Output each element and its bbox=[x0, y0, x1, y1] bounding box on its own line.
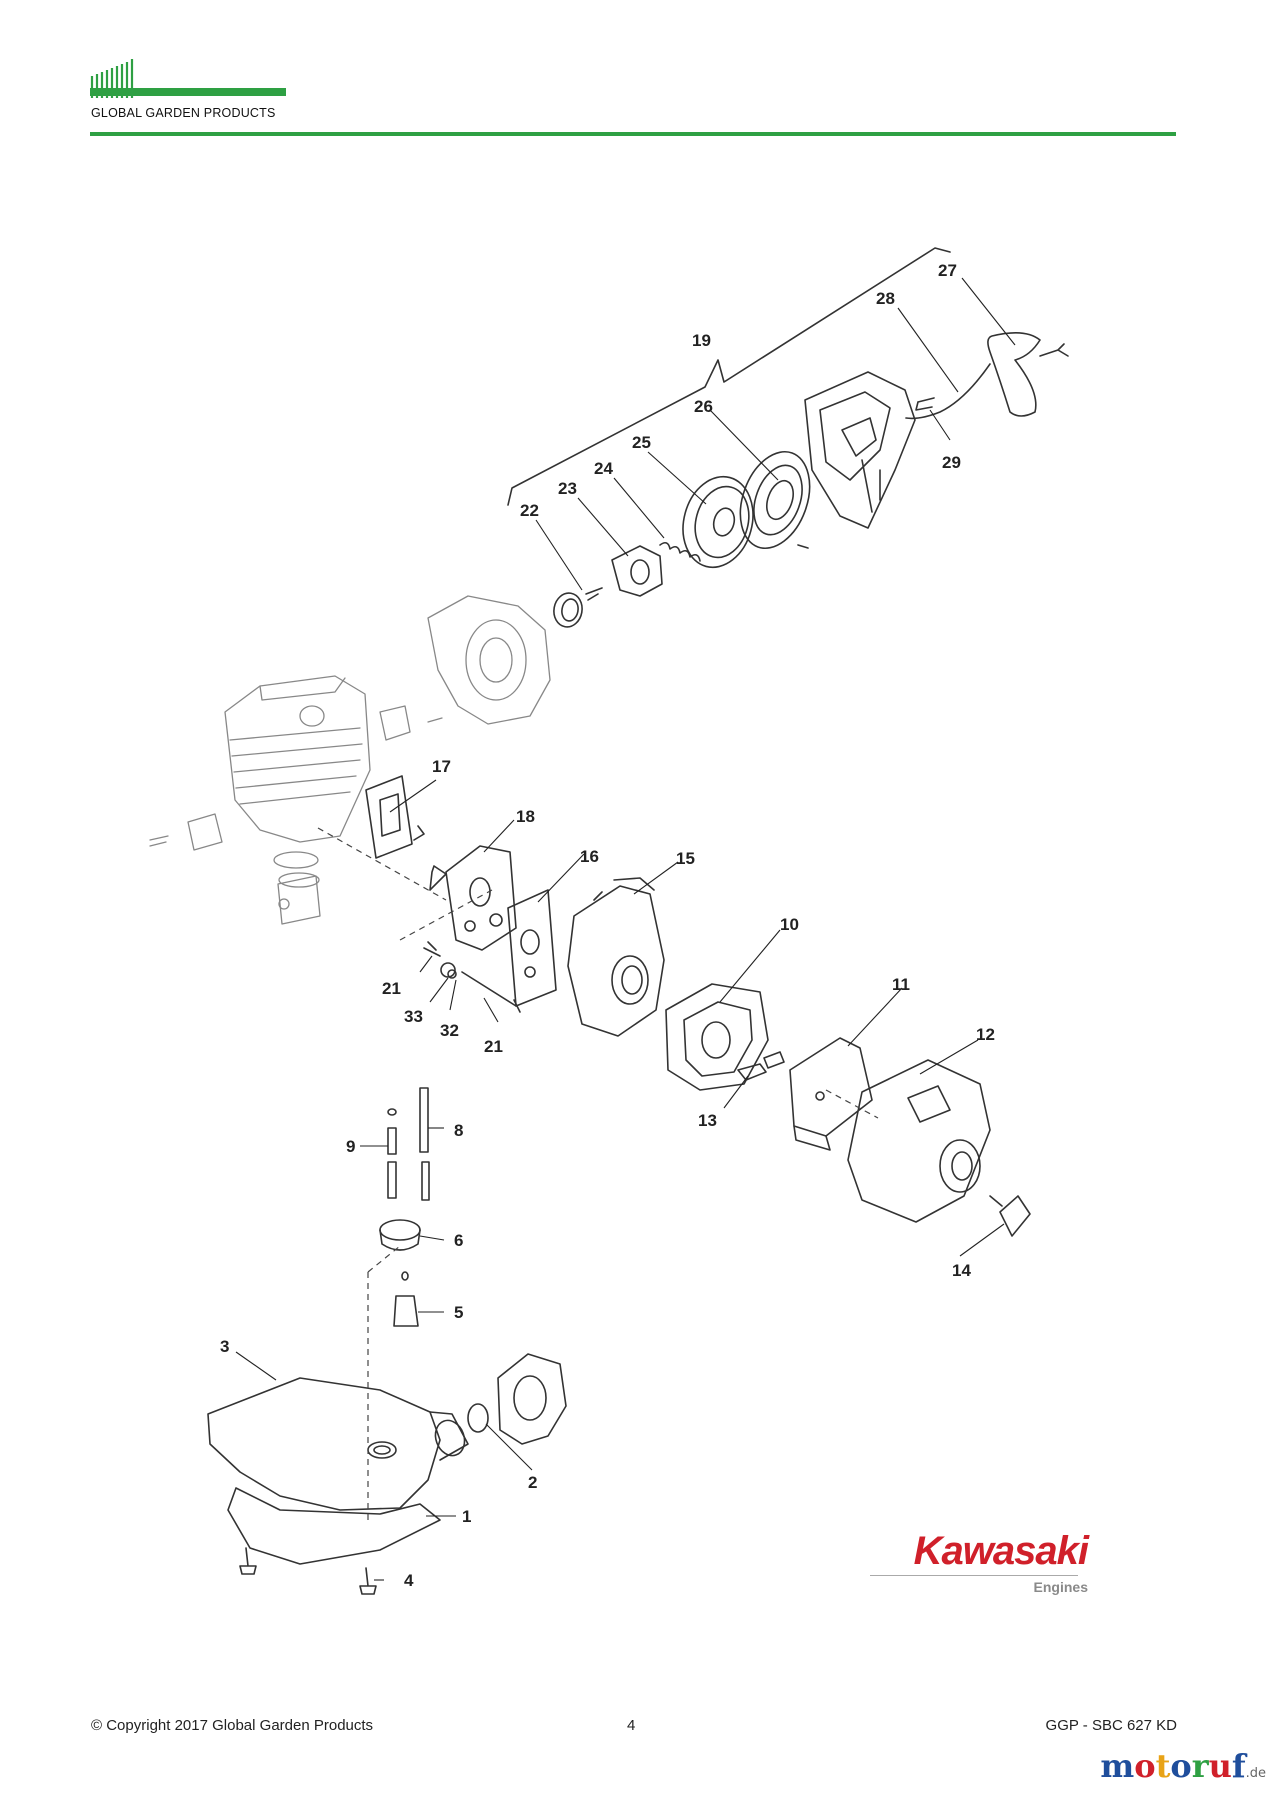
starter-pawl bbox=[611, 545, 663, 597]
watermark-letter: r bbox=[1191, 1747, 1209, 1785]
starter-handle bbox=[987, 332, 1041, 417]
callout-24: 23 bbox=[558, 479, 577, 498]
fuel-tank bbox=[207, 1377, 441, 1511]
callout-28: 27 bbox=[938, 261, 957, 280]
callout-14: 14 bbox=[952, 1261, 971, 1280]
screw-30 bbox=[915, 397, 935, 411]
pawl-spring bbox=[659, 541, 701, 562]
nut-32 bbox=[447, 969, 457, 979]
callout-17: 17 bbox=[432, 757, 451, 776]
callout-4: 4 bbox=[404, 1571, 414, 1590]
motoruf-watermark[interactable]: motoruf.de bbox=[1100, 1746, 1266, 1794]
watermark-tld: .de bbox=[1245, 1766, 1266, 1781]
brand-name: GLOBAL GARDEN PRODUCTS bbox=[91, 106, 276, 120]
callout-11: 11 bbox=[892, 975, 910, 994]
filter-element bbox=[789, 1037, 873, 1137]
fuel-cap bbox=[467, 1403, 489, 1433]
bracket-13 bbox=[737, 1051, 785, 1081]
kawasaki-engines: Engines bbox=[1033, 1579, 1088, 1595]
model-code: GGP - SBC 627 KD bbox=[1045, 1717, 1177, 1734]
callout-15: 15 bbox=[676, 849, 695, 868]
rope-pulley bbox=[682, 475, 754, 569]
cylinder bbox=[224, 675, 371, 843]
kawasaki-divider bbox=[870, 1575, 1078, 1576]
callout-10: 10 bbox=[780, 915, 799, 934]
starter-group-bracket bbox=[507, 247, 951, 506]
callout-13: 13 bbox=[698, 1111, 717, 1130]
callout-26: 25 bbox=[632, 433, 651, 452]
callout-9: 9 bbox=[346, 1137, 355, 1156]
footer-copyright: © Copyright 2017 Global Garden Products bbox=[91, 1717, 374, 1734]
starter-rope bbox=[905, 363, 991, 420]
screw-4b bbox=[359, 1567, 377, 1595]
watermark-letter: o bbox=[1170, 1747, 1192, 1785]
callout-12: 12 bbox=[976, 1025, 995, 1044]
callout-2: 2 bbox=[528, 1473, 537, 1492]
watermark-letter: o bbox=[1134, 1747, 1156, 1785]
global-garden-products-logo bbox=[90, 59, 286, 98]
callout-5: 5 bbox=[454, 1303, 463, 1322]
callout-16: 16 bbox=[580, 847, 599, 866]
callout-25: 24 bbox=[594, 459, 613, 478]
air-filter-base bbox=[665, 983, 769, 1091]
page-number: 4 bbox=[627, 1717, 636, 1734]
fuel-filter-5 bbox=[393, 1295, 419, 1327]
kawasaki-wordmark: Kawasaki bbox=[913, 1529, 1089, 1573]
carburetor bbox=[567, 885, 665, 1037]
callout-29: 28 bbox=[876, 289, 895, 308]
watermark-letter: f bbox=[1231, 1747, 1246, 1785]
watermark-letter: u bbox=[1208, 1747, 1232, 1785]
callout-1: 1 bbox=[462, 1507, 471, 1526]
fuel-line-9 bbox=[387, 1127, 397, 1155]
screw-19 bbox=[423, 941, 441, 957]
callout-21: 21 bbox=[484, 1037, 503, 1056]
callout-27: 26 bbox=[694, 397, 713, 416]
callout-19: 21 bbox=[382, 979, 401, 998]
insulator-18 bbox=[445, 845, 517, 951]
callout-8: 8 bbox=[454, 1121, 463, 1140]
callout-6: 6 bbox=[454, 1231, 463, 1250]
washer bbox=[553, 592, 583, 628]
screw-4a bbox=[239, 1547, 257, 1575]
filter-knob bbox=[999, 1195, 1031, 1237]
watermark-letter: t bbox=[1155, 1747, 1171, 1785]
grommet-6 bbox=[379, 1219, 421, 1241]
header-rule bbox=[90, 132, 1176, 136]
gasket-17 bbox=[365, 775, 413, 859]
callout-22: 19 bbox=[692, 331, 711, 350]
callout-3: 3 bbox=[220, 1337, 229, 1356]
air-filter-cover bbox=[847, 1059, 991, 1223]
bolt-21 bbox=[461, 971, 517, 1007]
watermark-letter: m bbox=[1100, 1747, 1135, 1785]
callout-23: 22 bbox=[520, 501, 539, 520]
callout-33: 33 bbox=[404, 1007, 423, 1026]
fuel-line-8 bbox=[419, 1087, 429, 1153]
kawasaki-logo: Kawasaki Engines bbox=[868, 1529, 1089, 1595]
callout-18: 18 bbox=[516, 807, 535, 826]
screw-23 bbox=[585, 587, 603, 601]
starter-housing bbox=[804, 371, 916, 529]
crankcase bbox=[427, 595, 551, 725]
gasket-16 bbox=[507, 889, 557, 1007]
callout-30: 29 bbox=[942, 453, 961, 472]
callout-32: 32 bbox=[440, 1021, 459, 1040]
tank-cover bbox=[497, 1353, 567, 1445]
tank-base bbox=[227, 1487, 441, 1565]
